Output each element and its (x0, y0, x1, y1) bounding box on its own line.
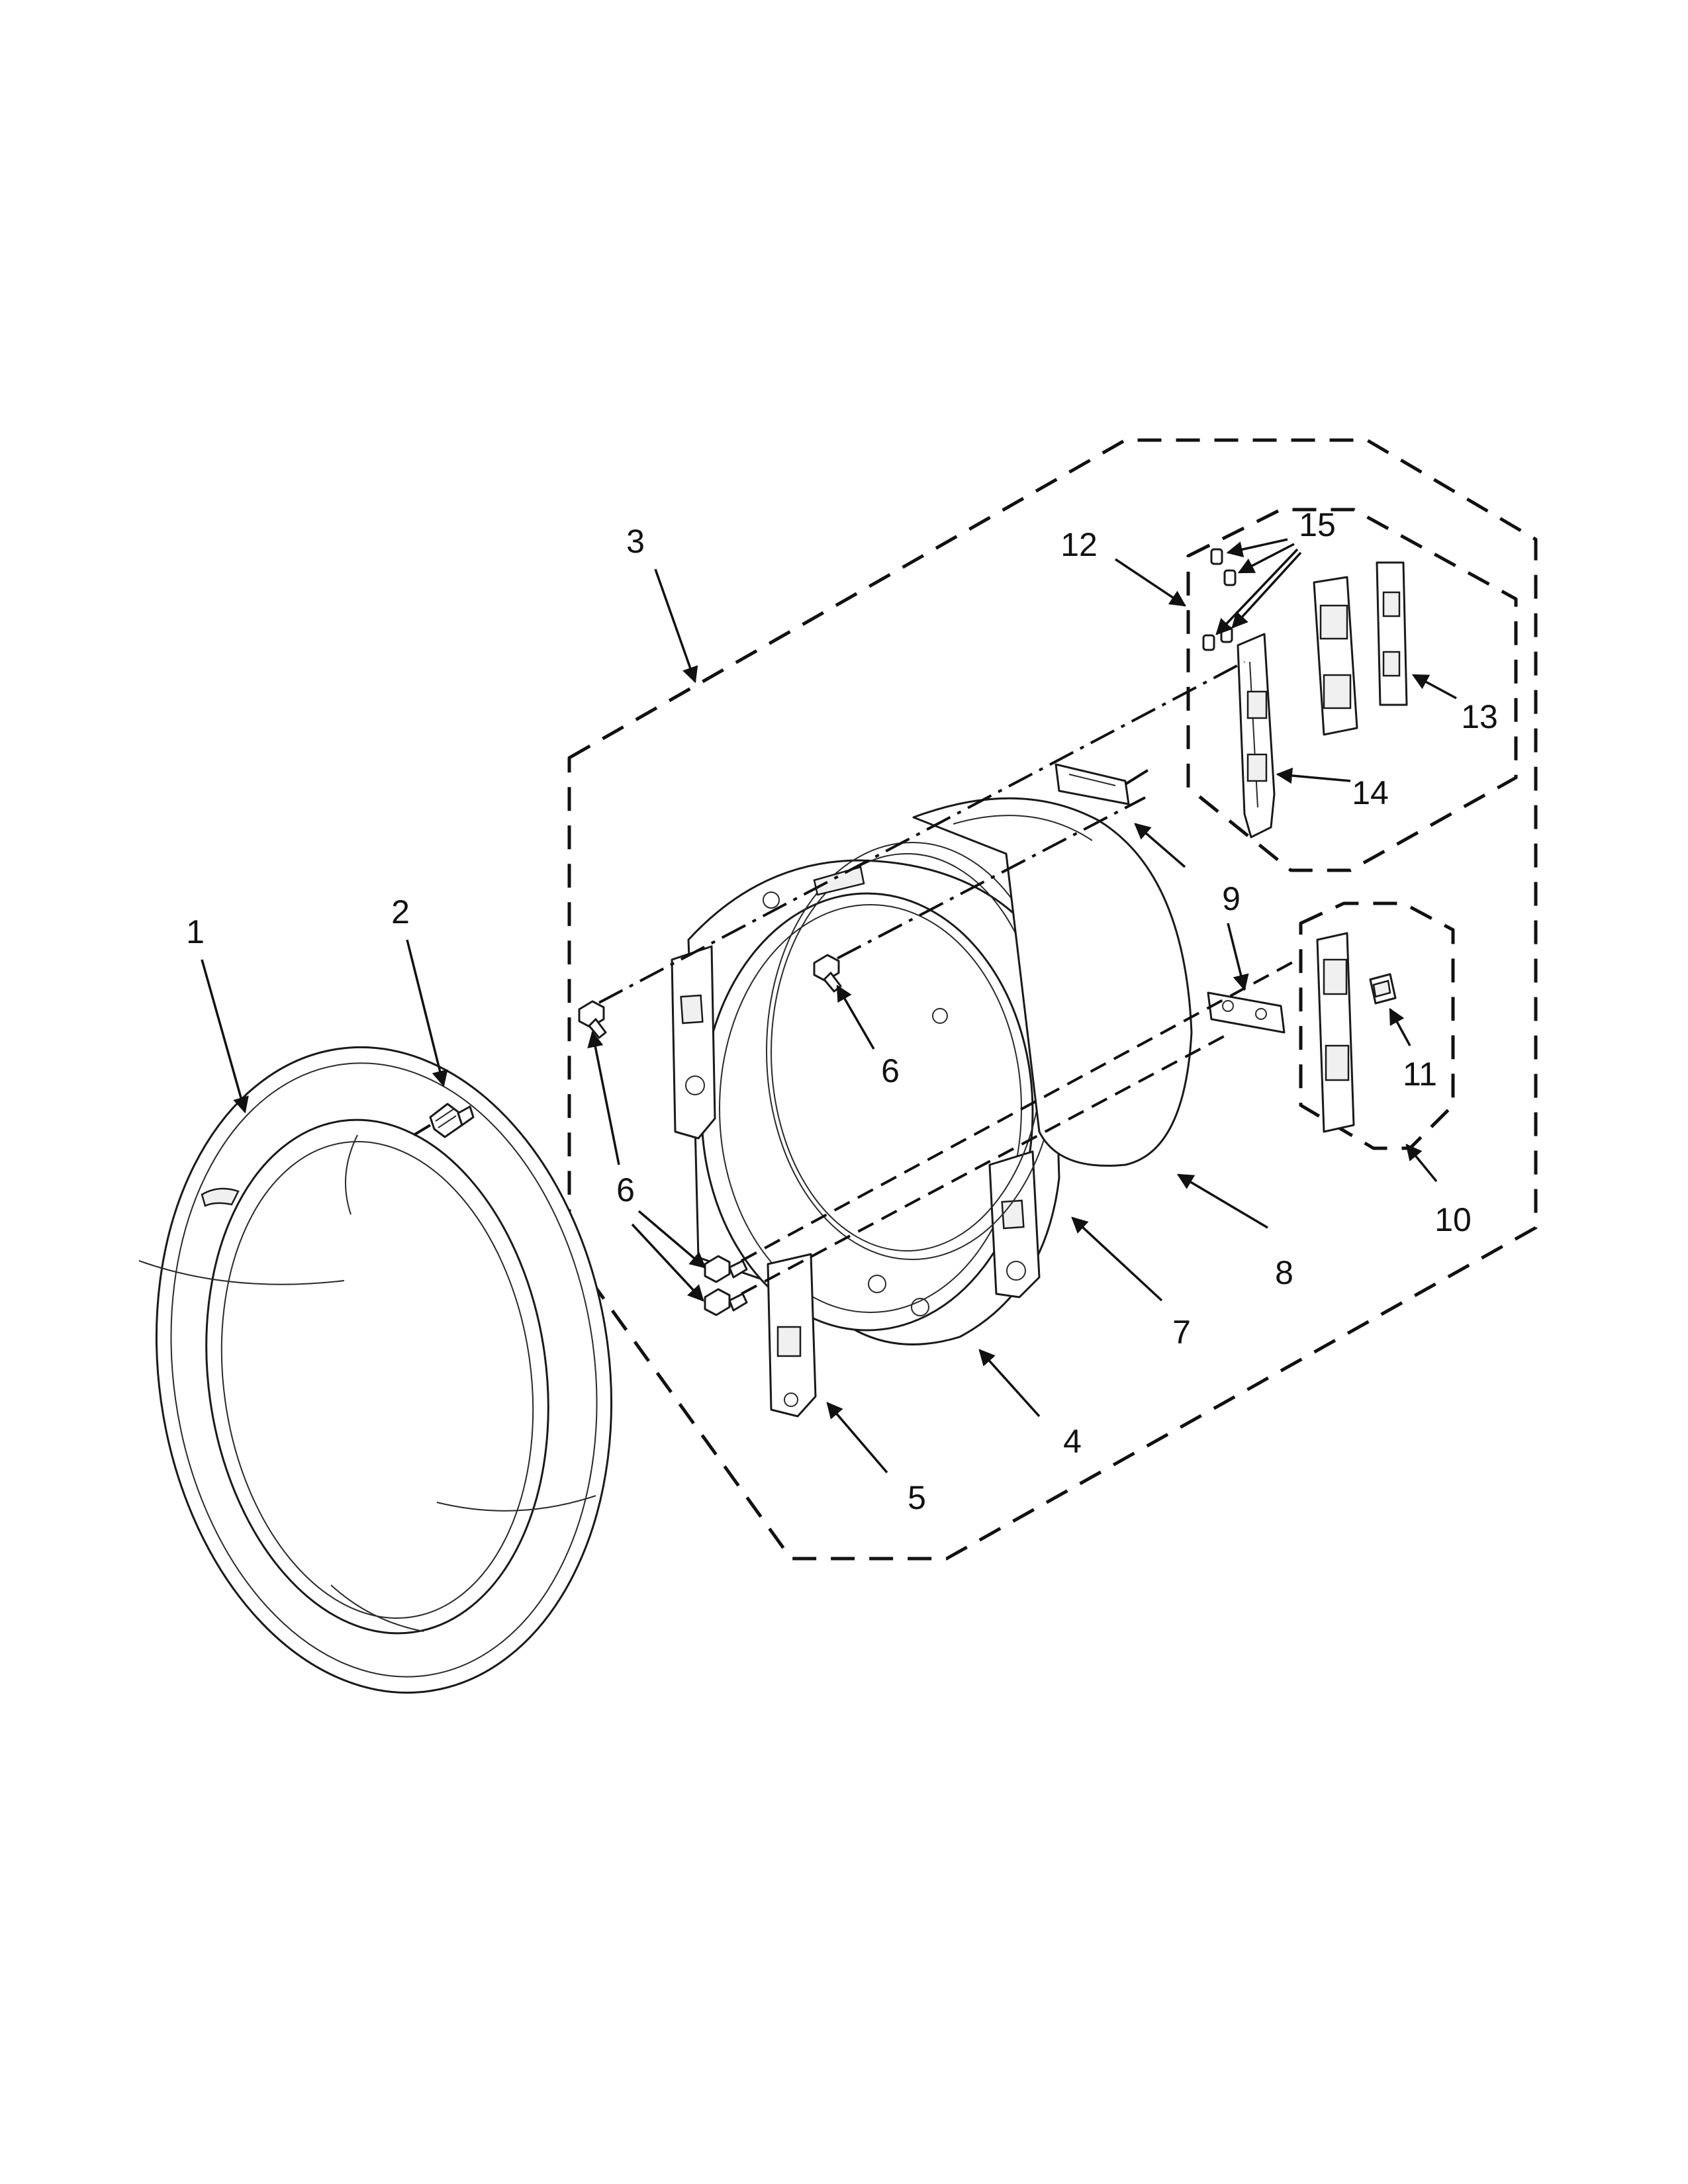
leader-14 (1276, 767, 1351, 784)
screw-part-6-lower-b (704, 1288, 748, 1316)
leader-6c1 (637, 1210, 706, 1269)
callout-3: 3 (626, 523, 645, 560)
callout-11: 11 (1403, 1056, 1437, 1093)
screw-part-6-center (813, 954, 842, 993)
alignment-line-latch-b (741, 1031, 1232, 1295)
callout-12: 12 (1060, 526, 1098, 563)
leader-6a (836, 984, 875, 1050)
alignment-line-hinge-insert (1124, 766, 1153, 786)
assembly-outline-3 (567, 438, 1538, 1561)
callout-4: 4 (1063, 1423, 1082, 1460)
callout-2: 2 (391, 893, 410, 931)
leader-5 (826, 1402, 888, 1474)
leader-9a (1134, 823, 1186, 868)
door-glass-part-8 (912, 797, 1193, 1167)
hinge-part-14 (1237, 633, 1276, 839)
leader-6b (587, 1030, 620, 1165)
callout-6a: 6 (881, 1052, 900, 1089)
hinge-block-part-13b (1313, 576, 1358, 736)
leader-15b (1237, 543, 1295, 574)
screw-part-6-left (578, 1000, 607, 1039)
leader-3 (654, 569, 698, 684)
leader-15c (1215, 548, 1299, 635)
callout-13: 13 (1461, 698, 1498, 735)
callout-15: 15 (1299, 506, 1336, 543)
strike-plate-part-10 (1316, 932, 1355, 1133)
leader-7 (1071, 1216, 1163, 1302)
callout-9b: 9 (1222, 880, 1241, 917)
alignment-line-hinge-mid (837, 796, 1146, 960)
assembly-outline-12 (1186, 508, 1518, 872)
callout-1: 1 (186, 913, 205, 950)
callout-8: 8 (1275, 1254, 1293, 1291)
latch-insert-part-9-lower (1207, 991, 1286, 1034)
leader-8 (1176, 1173, 1268, 1229)
leader-9b (1227, 923, 1249, 991)
strike-insert-part-11 (1369, 973, 1397, 1005)
leader-11 (1389, 1007, 1411, 1046)
bracket-part-5 (767, 1253, 817, 1418)
leader-2 (406, 939, 448, 1087)
leader-1 (201, 959, 249, 1114)
callout-7: 7 (1172, 1314, 1191, 1351)
hinge-mount-plate-part-13 (1376, 561, 1408, 706)
callout-14: 14 (1352, 774, 1389, 811)
hinge-insert-part-9-upper (1055, 763, 1130, 805)
screw-part-6-lower-a (704, 1255, 748, 1283)
alignment-line-hinge-upper (598, 660, 1245, 1004)
leader-12 (1115, 558, 1187, 607)
callout-5: 5 (908, 1479, 926, 1516)
leader-15d (1231, 551, 1302, 629)
leader-4 (978, 1349, 1041, 1418)
leader-13 (1411, 674, 1457, 700)
callout-10: 10 (1434, 1201, 1472, 1238)
leader-15a (1226, 538, 1288, 558)
callout-6b: 6 (616, 1171, 635, 1208)
front-frame-ring-part-4 (671, 859, 1060, 1345)
leader-10 (1405, 1144, 1438, 1183)
leader-6c2 (631, 1223, 704, 1302)
outer-door-frame-part-1 (138, 1046, 613, 1694)
hinge-pins-part-15 (1202, 548, 1237, 651)
screw-part-2 (412, 1103, 475, 1138)
